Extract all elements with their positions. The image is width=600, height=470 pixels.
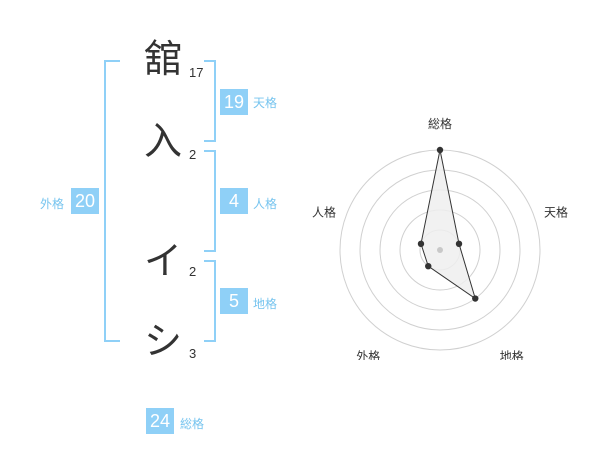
- stroke-count-3: 2: [189, 264, 197, 279]
- radar-chart: 総格 天格 地格 外格 人格: [312, 116, 568, 360]
- stroke-count-1: 17: [189, 65, 204, 80]
- soukaku-score: 24: [146, 408, 174, 434]
- name-char-3: イ: [143, 239, 182, 283]
- jinkaku-score: 4: [220, 188, 248, 214]
- radar-point-4: [417, 240, 425, 248]
- gaikaku-label: 外格: [40, 197, 65, 211]
- radar-axis-label-jinkaku: 人格: [312, 204, 336, 219]
- chikaku-score: 5: [220, 288, 248, 314]
- radar-point-2: [472, 295, 479, 302]
- radar-axis-label-soukaku: 総格: [428, 116, 452, 131]
- radar-axis-label-gaikaku: 外格: [356, 349, 380, 360]
- chikaku-label: 地格: [253, 297, 278, 311]
- gaikaku-bracket: [104, 60, 120, 342]
- name-char-4: シ: [143, 319, 182, 363]
- gaikaku-score: 20: [71, 188, 99, 214]
- radar-axis-label-tenkaku: 天格: [544, 204, 568, 219]
- radar-data-polygon: [420, 149, 477, 300]
- name-char-1: 舘: [143, 37, 182, 81]
- stroke-count-2: 2: [189, 147, 197, 162]
- stroke-count-4: 3: [189, 346, 197, 361]
- tenkaku-bracket: [204, 60, 216, 142]
- chikaku-bracket: [204, 260, 216, 342]
- jinkaku-bracket: [204, 150, 216, 252]
- radar-center-dot: [437, 247, 443, 253]
- soukaku-label: 総格: [180, 417, 205, 431]
- radar-point-3: [425, 262, 432, 270]
- jinkaku-label: 人格: [253, 197, 278, 211]
- tenkaku-label: 天格: [253, 96, 278, 110]
- radar-point-0: [436, 146, 444, 154]
- tenkaku-score: 19: [220, 89, 248, 115]
- name-char-2: 入: [143, 119, 182, 163]
- radar-point-1: [455, 240, 463, 248]
- radar-axis-label-chikaku: 地格: [500, 349, 524, 360]
